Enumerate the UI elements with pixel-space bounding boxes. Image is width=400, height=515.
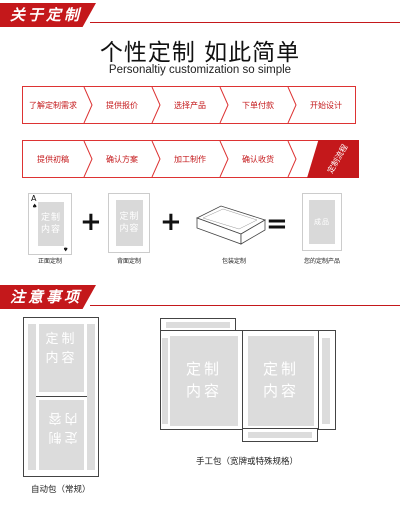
box-caption: 包装定制: [221, 258, 246, 265]
pack-back-text-inverted: 定制 内容: [39, 408, 84, 446]
section-title: 关于定制: [10, 6, 83, 24]
back-card: 定制 内容: [108, 193, 150, 253]
pack-side-flap: [28, 324, 36, 470]
chevron-right-icon: [151, 87, 161, 123]
fold-line: [318, 330, 319, 430]
result-text: 成品: [314, 218, 330, 226]
pack-front-panel: [170, 336, 238, 426]
chevron-right-icon: [219, 141, 229, 177]
pack-back-panel: [39, 400, 84, 470]
process-step: 提供报价: [106, 100, 138, 110]
custom-text-line: 定制: [262, 360, 299, 378]
chevron-right-icon: [219, 87, 229, 123]
chevron-right-icon: [287, 141, 297, 177]
plus-sign: +: [80, 207, 102, 237]
pack-top-strip: [166, 322, 230, 328]
process-step: 确认方案: [106, 154, 138, 164]
fold-line: [242, 330, 243, 430]
chevron-right-icon: [83, 87, 93, 123]
section-header-about-custom: 关于定制: [0, 3, 96, 27]
process-row-2: 提供初稿 确认方案 加工制作 确认收货 定制流程: [22, 140, 359, 178]
spade-icon: ♠: [62, 245, 68, 252]
pack-front-text: 定制 内容: [170, 358, 238, 402]
custom-text-line: 定制: [119, 212, 140, 222]
process-step: 提供初稿: [37, 154, 69, 164]
plus-sign: +: [160, 207, 182, 237]
pack-back-text: 定制 内容: [248, 358, 314, 402]
result-caption: 您的定制产品: [303, 258, 340, 265]
custom-text-line: 定制: [40, 213, 61, 223]
process-step: 开始设计: [310, 100, 342, 110]
section-divider: [90, 22, 400, 23]
pack-bottom-strip: [248, 432, 312, 438]
section-title: 注意事项: [10, 288, 83, 306]
pack-front-text: 定制 内容: [39, 330, 84, 368]
equals-sign: =: [266, 209, 288, 239]
custom-text-line: 内容: [119, 224, 140, 234]
handmade-pack-caption: 手工包（宽牌或特殊规格）: [196, 457, 299, 467]
auto-pack-caption: 自动包（常规）: [31, 485, 91, 495]
custom-text-line: 定制: [45, 429, 78, 444]
front-card-content: 定制 内容: [38, 202, 64, 246]
back-card-caption: 背面定制: [116, 258, 141, 265]
front-card-caption: 正面定制: [37, 258, 62, 265]
spade-icon: ♠: [32, 203, 38, 210]
section-header-notes: 注意事项: [0, 285, 96, 309]
chevron-right-icon: [151, 141, 161, 177]
custom-text-line: 定制: [45, 332, 78, 347]
custom-text-line: 内容: [45, 410, 78, 425]
front-card: A ♠ ♠ 定制 内容: [28, 193, 72, 255]
result-card-content: 成品: [309, 200, 335, 244]
chevron-right-icon: [287, 87, 297, 123]
pack-front-panel: [39, 324, 84, 392]
back-card-content: 定制 内容: [116, 200, 143, 246]
process-ribbon: 定制流程: [307, 140, 359, 178]
custom-text-line: 内容: [40, 225, 61, 235]
pack-side-flap: [322, 338, 330, 424]
custom-text-line: 内容: [185, 382, 222, 400]
process-step: 下单付款: [242, 100, 274, 110]
section-divider: [90, 305, 400, 306]
pack-side-flap: [162, 338, 168, 424]
process-ribbon-label: 定制流程: [325, 142, 350, 175]
custom-text-line: 内容: [262, 382, 299, 400]
auto-pack-diagram: 定制 内容 定制 内容: [23, 317, 99, 477]
intro-subtitle: Personaltiy customization so simple: [108, 64, 292, 76]
process-row-1: 了解定制需求 提供报价 选择产品 下单付款 开始设计: [22, 86, 356, 124]
pack-back-panel: [248, 336, 314, 426]
fold-line: [36, 396, 87, 397]
intro-title: 个性定制 如此简单: [99, 40, 301, 66]
process-step: 选择产品: [174, 100, 206, 110]
chevron-right-icon: [83, 141, 93, 177]
card-corner-letter: A: [31, 194, 37, 203]
handmade-pack-diagram: 定制 内容 定制 内容: [158, 318, 340, 446]
custom-text-line: 内容: [45, 351, 78, 366]
custom-text-line: 定制: [185, 360, 222, 378]
pack-side-flap: [87, 324, 95, 470]
card-box-icon: [195, 205, 266, 245]
result-card: 成品: [302, 193, 342, 251]
process-step: 了解定制需求: [29, 100, 77, 110]
process-step: 加工制作: [174, 154, 206, 164]
process-step: 确认收货: [242, 154, 274, 164]
